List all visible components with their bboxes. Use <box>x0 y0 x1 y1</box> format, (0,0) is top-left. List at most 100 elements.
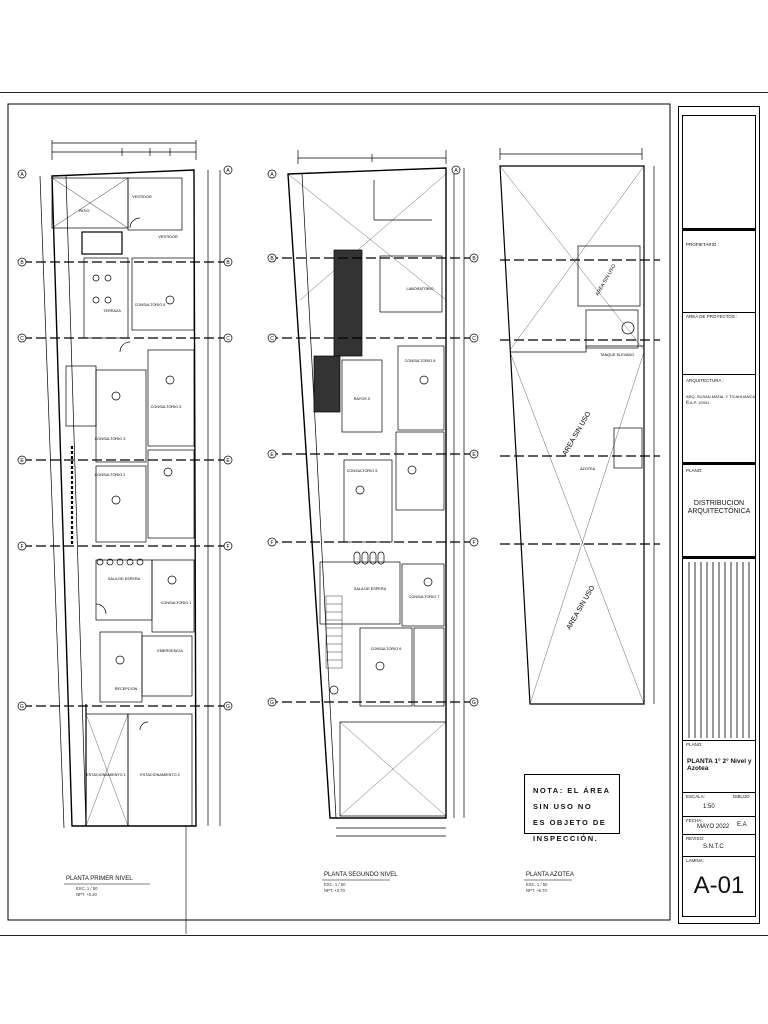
plan-scale-second: ESC. 1 / 50 <box>324 882 346 887</box>
axis-label: G <box>226 704 230 710</box>
roof-label: AREA SIN USO <box>595 263 618 297</box>
plan-title-first: PLANTA PRIMER NIVEL <box>66 876 133 882</box>
project-area-label: AREA DE PROYECTOS : <box>686 314 738 319</box>
room-label: CONSULTORIO 5 <box>151 405 182 409</box>
room-label: EMERGENCIA <box>157 649 183 653</box>
reviewed-value: S.N.T.C <box>703 844 724 850</box>
architect-cap: C.A.P. 19331 <box>686 400 710 405</box>
plan-npt-roof: NPT. +6.70 <box>526 888 547 893</box>
divider <box>683 462 755 465</box>
room-label: RAYOS X <box>354 397 371 401</box>
axis-label: B <box>226 260 230 266</box>
plan-label: PLANO: <box>686 742 703 747</box>
roof-label: AREA SIN USO <box>566 584 597 631</box>
room-label: VESTIDOR <box>158 235 178 239</box>
divider <box>683 792 755 793</box>
room-label: PATIO <box>79 209 90 213</box>
plan-first-floor <box>39 140 221 829</box>
axis-label: G <box>20 704 24 710</box>
axis-label: B <box>472 256 476 262</box>
logo-hatch <box>688 562 750 738</box>
divider <box>683 312 755 313</box>
divider <box>683 556 755 559</box>
room-label: RECEPCION <box>115 687 138 691</box>
room-label: LABORATORIO <box>406 287 433 291</box>
axis-label: G <box>270 700 274 706</box>
axis-label: C <box>20 336 24 342</box>
axis-label: C <box>270 336 274 342</box>
axis-label: A <box>226 168 230 174</box>
room-label: CONSULTORIO 8 <box>405 359 436 363</box>
room-label: SALA DE ESPERA <box>354 587 387 591</box>
architect-name: ARQ. SUSAN MATAL Y TICAHUANCA C. <box>686 394 755 404</box>
room-label: TERRAZA <box>103 309 121 313</box>
axis-label: C <box>472 336 476 342</box>
drawing-sheet <box>0 92 768 936</box>
axis-label: A <box>270 172 274 178</box>
axis-label: B <box>270 256 274 262</box>
axis-label: A <box>454 168 458 174</box>
axis-label: E <box>20 458 24 464</box>
axis-label: G <box>472 700 476 706</box>
inspection-note: NOTA: EL ÁREA SIN USO NO ES OBJETO DE IN… <box>524 774 620 843</box>
axis-label: E <box>472 452 476 458</box>
roof-label: AZOTEA <box>580 467 596 471</box>
sheet-label: LAMINA: <box>686 858 705 863</box>
axis-label: F <box>20 544 23 550</box>
room-label: CONSULTORIO 5 <box>347 469 378 473</box>
axis-bubbles <box>17 165 479 711</box>
axis-label: E <box>270 452 274 458</box>
title-block-inner: PROPIETARIO : AREA DE PROYECTOS : ARQUIT… <box>682 115 756 917</box>
drawn-value: E.A <box>737 822 747 828</box>
plan-scale-roof: ESC. 1 / 50 <box>526 882 548 887</box>
room-label: VESTIDOR <box>132 195 152 199</box>
divider <box>683 374 755 375</box>
room-label: SALA DE ESPERA <box>108 577 141 581</box>
content-label: PLANO: <box>686 468 703 473</box>
plan-npt-first: NPT. +0.20 <box>76 892 97 897</box>
axis-lines <box>22 257 660 707</box>
plan-title-roof: PLANTA AZOTEA <box>526 872 574 878</box>
room-label: CONSULTORIO 7 <box>409 595 440 599</box>
sheet-frame <box>7 103 671 921</box>
drawn-label: DIBUJO: <box>733 794 751 799</box>
plan-second-floor <box>287 150 465 837</box>
divider <box>683 228 755 231</box>
axis-label: F <box>472 540 475 546</box>
axis-label: C <box>226 336 230 342</box>
room-label: CONSULTORIO 6 <box>135 303 166 307</box>
note-line-1: NOTA: EL ÁREA SIN USO NO <box>533 786 611 811</box>
note-line-2: ES OBJETO DE INSPECCIÓN. <box>533 818 607 843</box>
date-value: MAYO 2022 <box>697 824 730 830</box>
axis-label: B <box>20 260 24 266</box>
room-label: CONSULTORIO 1 <box>161 601 192 605</box>
architecture-label: ARQUITECTURA : <box>686 378 724 383</box>
room-label: ESTACIONAMIENTO 2 <box>140 773 180 777</box>
divider <box>683 834 755 835</box>
plan-scale-first: ESC. 1 / 50 <box>76 886 98 891</box>
scale-label: ESCALA: <box>686 794 706 799</box>
roof-label: TANQUE ELEVADO <box>600 353 634 357</box>
room-label: ESTACIONAMIENTO 1 <box>86 773 126 777</box>
date-label: FECHA: <box>686 818 703 823</box>
axis-label: A <box>20 172 24 178</box>
divider <box>683 740 755 741</box>
divider <box>683 816 755 817</box>
plan-roof <box>499 148 655 705</box>
owner-label: PROPIETARIO : <box>686 242 719 247</box>
plan-title-second: PLANTA SEGUNDO NIVEL <box>324 872 398 878</box>
title-block: PROPIETARIO : AREA DE PROYECTOS : ARQUIT… <box>678 106 760 924</box>
scale-value: 1:50 <box>703 804 715 810</box>
reviewed-label: REVISO: <box>686 836 705 841</box>
divider <box>683 856 755 857</box>
axis-label: F <box>270 540 273 546</box>
axis-label: E <box>226 458 230 464</box>
roof-label: AREA SIN USO <box>562 410 593 457</box>
axis-label: F <box>226 544 229 550</box>
plan-name: PLANTA 1° 2° Nivel y Azotea <box>687 758 752 772</box>
room-label: CONSULTORIO 6 <box>371 647 402 651</box>
sheet-number: A-01 <box>693 872 745 899</box>
room-label: CONSULTORIO 2 <box>95 473 126 477</box>
room-label: CONSULTORIO 3 <box>95 437 126 441</box>
